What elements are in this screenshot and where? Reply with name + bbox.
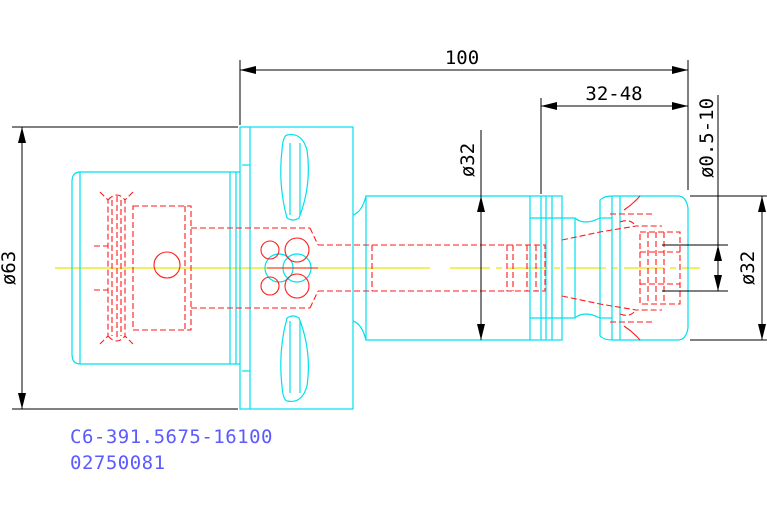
dim-shank-diameter: ø32 [457,143,479,177]
dim-runout-range: ø0.5-10 [696,98,718,178]
hidden-solid-details [153,195,641,341]
dim-nose-diameter: ø32 [737,251,759,285]
dim-length-total: 100 [445,47,479,69]
part-number: 02750081 [70,452,166,474]
hidden-lines [94,191,681,345]
part-code: C6-391.5675-16100 [70,426,273,448]
dim-flange-diameter: ø63 [0,251,20,285]
holder-outline [71,126,689,410]
dimension-lines [12,60,767,410]
dim-length-range: 32-48 [585,83,642,105]
